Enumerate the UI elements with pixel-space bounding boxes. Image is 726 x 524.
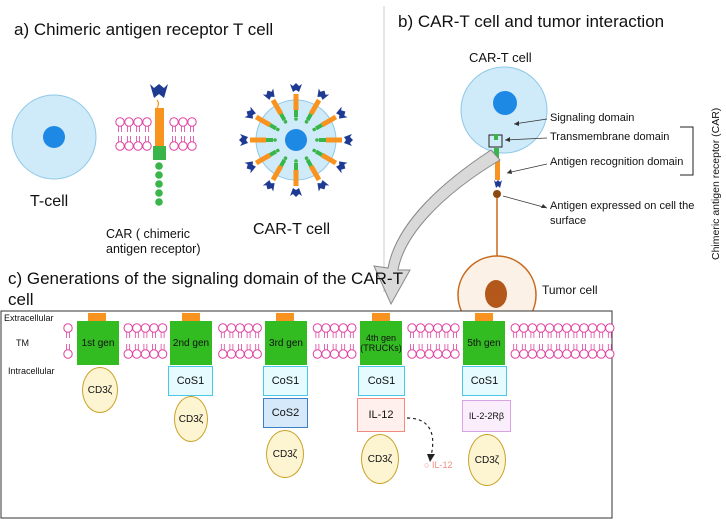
- cart-label-a: CAR-T cell: [253, 221, 331, 238]
- gen4-label: 4th gen (TRUCKs): [360, 321, 402, 365]
- gen1-ectodomain: [88, 313, 106, 321]
- secreted-il12: ○ IL-12: [424, 460, 452, 470]
- antigen-expressed-label: Antigen expressed on cell the surface: [550, 200, 695, 227]
- signaling-domain-label: Signaling domain: [550, 112, 635, 124]
- zoom-arrow: [373, 149, 501, 306]
- gen3-cd3z: CD3ζ: [266, 430, 304, 478]
- gen3-ectodomain: [276, 313, 294, 321]
- gen4-cos1: CoS1: [358, 366, 405, 396]
- gen5-cos1: CoS1: [462, 366, 507, 396]
- gen4-cd3z: CD3ζ: [361, 434, 399, 484]
- cart-cell-b-graphic: [460, 66, 694, 256]
- gen5-ectodomain: [475, 313, 493, 321]
- secreted-il12-dot-icon: ○: [424, 460, 432, 470]
- gen5-label: 5th gen: [463, 321, 505, 365]
- car-label: CAR ( chimeric antigen receptor): [106, 227, 201, 256]
- tumor-label: Tumor cell: [542, 283, 598, 297]
- gen5-il2-2rb: IL-2-2Rβ: [462, 400, 511, 432]
- gen4-il12: IL-12: [357, 398, 405, 432]
- gen4-ectodomain: [372, 313, 390, 321]
- gen1-cd3z: CD3ζ: [82, 367, 118, 413]
- tm-label: TM: [16, 338, 29, 348]
- cart-cell-graphic: [239, 83, 353, 197]
- tcell-graphic: [11, 94, 97, 180]
- extracellular-label: Extracellular: [4, 313, 54, 323]
- gen2-cd3z: CD3ζ: [174, 396, 208, 442]
- cart-label-b: CAR-T cell: [469, 50, 532, 65]
- panel-c-title: c) Generations of the signaling domain o…: [8, 269, 403, 309]
- car-graphic: [115, 84, 197, 206]
- gen3-label: 3rd gen: [265, 321, 307, 365]
- gen3-cos1: CoS1: [263, 366, 308, 396]
- il12-secretion-arrow: [406, 417, 435, 462]
- intracellular-label: Intracellular: [8, 366, 55, 376]
- gen1-label: 1st gen: [77, 321, 119, 365]
- secreted-il12-label: IL-12: [431, 460, 453, 470]
- gen3-cos2: CoS2: [263, 398, 308, 428]
- car-bracket-label: Chimeric antigen receptor (CAR): [710, 107, 722, 260]
- gen2-cos1: CoS1: [168, 366, 213, 396]
- gen5-cd3z: CD3ζ: [468, 434, 506, 486]
- panel-a-title: a) Chimeric antigen receptor T cell: [14, 20, 274, 39]
- antigen-recognition-label: Antigen recognition domain: [550, 156, 684, 168]
- gen2-label: 2nd gen: [170, 321, 212, 365]
- gen2-ectodomain: [182, 313, 200, 321]
- tcell-label: T-cell: [30, 193, 69, 210]
- transmembrane-domain-label: Transmembrane domain: [550, 131, 670, 143]
- panel-b-title: b) CAR-T cell and tumor interaction: [398, 12, 665, 31]
